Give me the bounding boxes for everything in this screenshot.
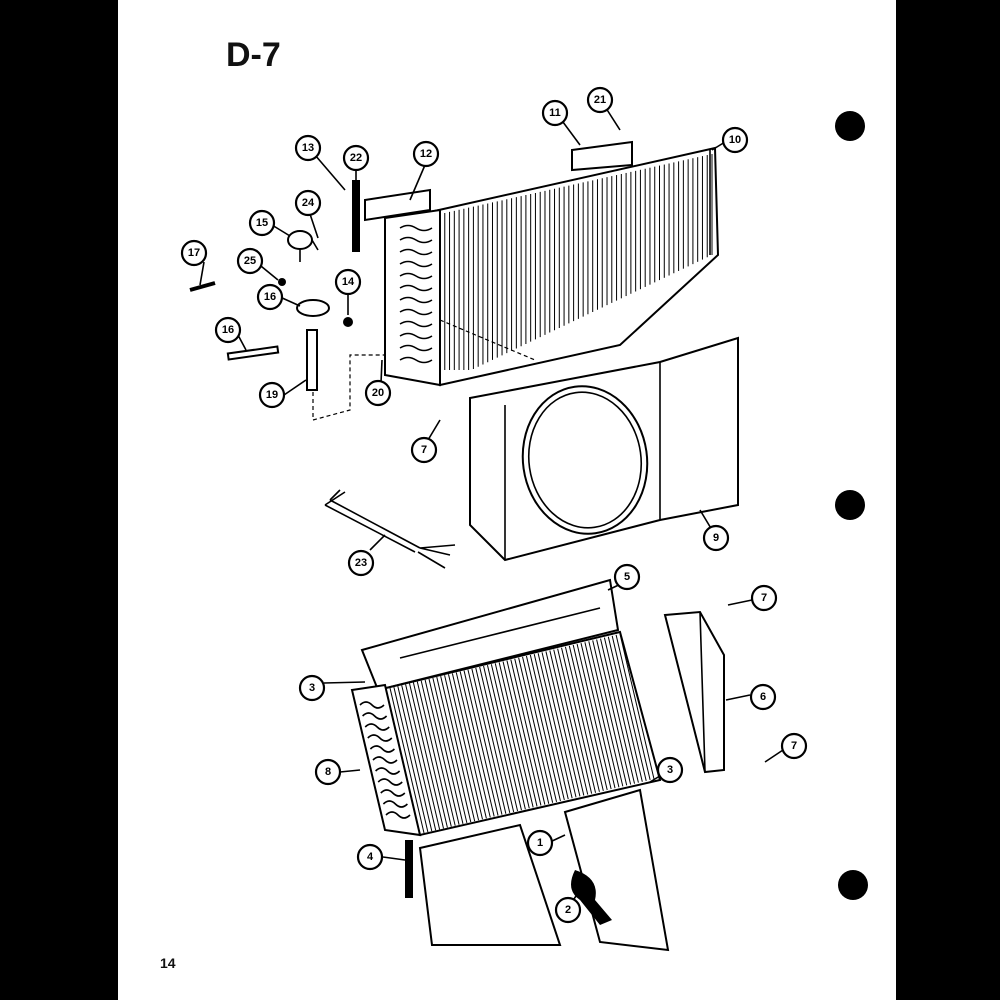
callout-6: 6 xyxy=(749,683,777,711)
callout-24: 24 xyxy=(294,189,322,217)
wire-harness xyxy=(324,489,456,569)
spring-22 xyxy=(352,180,360,252)
callout-25: 25 xyxy=(236,247,264,275)
callout-16b: 16 xyxy=(214,316,242,344)
tube-19 xyxy=(306,329,318,391)
callout-7b: 7 xyxy=(750,584,778,612)
callout-12: 12 xyxy=(412,140,440,168)
callout-15: 15 xyxy=(248,209,276,237)
punch-hole-bottom xyxy=(838,870,868,900)
svg-text:13: 13 xyxy=(302,142,314,154)
svg-text:24: 24 xyxy=(302,197,315,209)
callout-3a: 3 xyxy=(298,674,326,702)
callout-2: 2 xyxy=(554,896,582,924)
svg-text:5: 5 xyxy=(624,571,630,583)
svg-text:20: 20 xyxy=(372,387,384,399)
screw-25 xyxy=(278,278,286,286)
svg-text:2: 2 xyxy=(565,904,571,916)
callout-17: 17 xyxy=(180,239,208,267)
callout-14: 14 xyxy=(334,268,362,296)
drain-panels xyxy=(405,788,670,952)
punch-hole-top xyxy=(835,111,865,141)
callout-10: 10 xyxy=(721,126,749,154)
svg-text:7: 7 xyxy=(761,592,767,604)
svg-text:8: 8 xyxy=(325,766,331,778)
callout-16a: 16 xyxy=(256,283,284,311)
svg-text:25: 25 xyxy=(244,255,256,267)
svg-text:11: 11 xyxy=(549,107,561,119)
svg-text:4: 4 xyxy=(367,851,374,863)
svg-text:23: 23 xyxy=(355,557,367,569)
callout-11: 11 xyxy=(541,99,569,127)
side-panel xyxy=(663,610,725,774)
page-number: 14 xyxy=(160,955,176,971)
svg-text:10: 10 xyxy=(729,134,741,146)
punch-hole-middle xyxy=(835,490,865,520)
bracket-2 xyxy=(571,870,612,925)
callout-1: 1 xyxy=(526,829,554,857)
svg-text:14: 14 xyxy=(342,276,355,288)
gasket-4 xyxy=(405,840,413,898)
svg-text:22: 22 xyxy=(350,152,362,164)
strip-16 xyxy=(226,345,280,361)
callout-8: 8 xyxy=(314,758,342,786)
callout-3b: 3 xyxy=(656,756,684,784)
nut-14 xyxy=(343,317,353,327)
callout-19: 19 xyxy=(258,381,286,409)
callout-20: 20 xyxy=(364,379,392,407)
callout-5: 5 xyxy=(613,563,641,591)
callout-4: 4 xyxy=(356,843,384,871)
svg-text:19: 19 xyxy=(266,389,278,401)
svg-text:9: 9 xyxy=(713,532,719,544)
callout-21: 21 xyxy=(586,86,614,114)
capacitor-15 xyxy=(287,230,313,250)
svg-text:3: 3 xyxy=(309,682,315,694)
callout-7c: 7 xyxy=(780,732,808,760)
mount-16 xyxy=(296,299,330,317)
svg-text:7: 7 xyxy=(421,444,427,456)
callout-23: 23 xyxy=(347,549,375,577)
svg-text:1: 1 xyxy=(537,837,543,849)
svg-text:12: 12 xyxy=(420,148,432,160)
svg-text:16: 16 xyxy=(222,324,234,336)
svg-text:3: 3 xyxy=(667,764,673,776)
callout-22: 22 xyxy=(342,144,370,172)
callout-9: 9 xyxy=(702,524,730,552)
evaporator-coil xyxy=(350,578,662,837)
svg-text:17: 17 xyxy=(188,247,200,259)
panel-left xyxy=(418,823,562,946)
diagram-title: D-7 xyxy=(226,36,281,74)
control-components xyxy=(189,180,536,421)
svg-text:7: 7 xyxy=(791,740,797,752)
svg-text:6: 6 xyxy=(760,691,766,703)
panel-right xyxy=(563,788,670,952)
svg-text:16: 16 xyxy=(264,291,276,303)
condenser-coil xyxy=(364,140,720,387)
callout-13: 13 xyxy=(294,134,322,162)
svg-text:15: 15 xyxy=(256,217,268,229)
fan-shroud xyxy=(469,336,739,562)
screw-17 xyxy=(189,281,216,292)
svg-text:21: 21 xyxy=(594,94,606,106)
callout-7a: 7 xyxy=(410,436,438,464)
